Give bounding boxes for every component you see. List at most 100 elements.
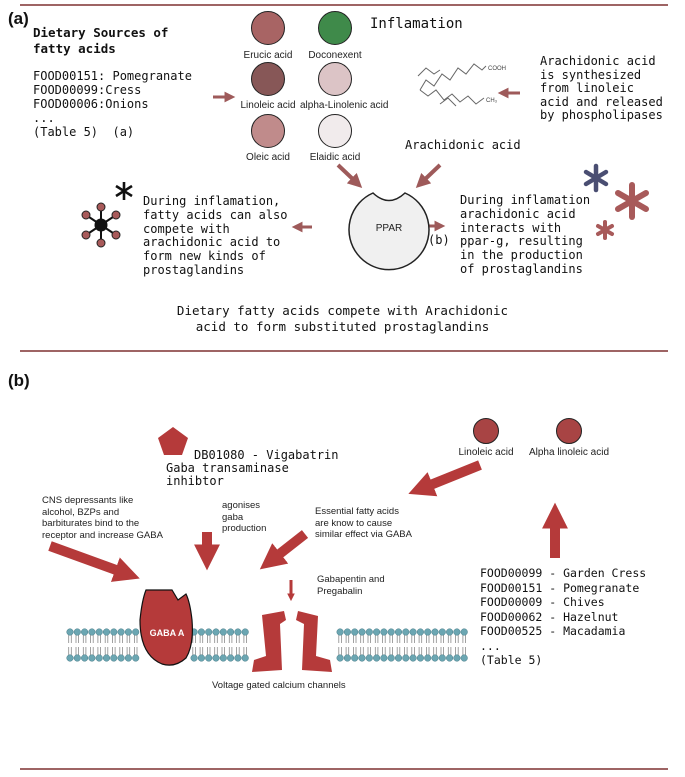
- arrow-efa-to-receptor: [259, 530, 309, 570]
- arrow-arachidonic-to-ppar: [415, 163, 442, 188]
- note-line: similar effect via GABA: [315, 529, 412, 540]
- inflammation-title: Inflamation: [370, 16, 463, 32]
- gaba-a-label: GABA A: [149, 628, 185, 638]
- vigabatrin-desc: inhibtor: [166, 474, 224, 488]
- doconexent-label: Doconexent: [308, 50, 362, 61]
- lipid-head: [205, 654, 213, 662]
- lipid-head: [117, 654, 125, 662]
- source-item: FOOD00099:Cress: [33, 83, 142, 97]
- lipid-head: [197, 628, 205, 636]
- arrow-cns-to-receptor: [48, 541, 140, 582]
- lipid-head: [409, 654, 417, 662]
- lipid-head: [387, 628, 395, 636]
- food-item: FOOD00062 - Hazelnut: [480, 609, 619, 624]
- lipid-head: [336, 628, 344, 636]
- lipid-head: [416, 654, 424, 662]
- lipid-head: [88, 654, 96, 662]
- molecule-nodes: [81, 202, 121, 248]
- conclusion-line: acid to form substituted prostaglandins: [195, 319, 490, 334]
- cell-membrane: [66, 628, 468, 662]
- cns-depressants-note: CNS depressants like alcohol, BZPs and b…: [42, 495, 163, 541]
- lipid-head: [460, 654, 468, 662]
- lipid-head: [95, 628, 103, 636]
- lipid-head: [110, 654, 118, 662]
- lipid-head: [117, 628, 125, 636]
- lipid-head: [424, 628, 432, 636]
- source-item: FOOD00006:Onions: [33, 97, 149, 111]
- note-line: Pregabalin: [317, 585, 363, 597]
- lipid-head: [212, 628, 220, 636]
- lipid-head: [438, 628, 446, 636]
- arrow-acids-to-ppar: [336, 163, 363, 188]
- ppar-receptor-shape: [348, 192, 430, 271]
- lipid-head: [73, 654, 81, 662]
- note-line: fatty acids can also: [143, 207, 288, 222]
- lipid-head: [197, 654, 205, 662]
- sources-list: FOOD00151: Pomegranate FOOD00099:Cress F…: [33, 69, 192, 139]
- sources-title: Dietary Sources of fatty acids: [33, 25, 168, 57]
- gaba-a-receptor-shape: [139, 589, 193, 666]
- note-line: compete with: [143, 221, 230, 236]
- lipid-head: [431, 654, 439, 662]
- lipid-head: [402, 628, 410, 636]
- lipid-head: [227, 628, 235, 636]
- source-item: ...: [33, 111, 55, 125]
- food-table-ref: (Table 5): [480, 653, 543, 667]
- calcium-channel-left-shape: [252, 611, 286, 672]
- note-line: arachidonic acid to: [143, 235, 281, 250]
- note-line: During inflamation,: [143, 194, 281, 208]
- alpha-linolenic-acid-circle: [318, 62, 352, 96]
- lipid-head: [212, 654, 220, 662]
- lipid-head: [387, 654, 395, 662]
- lipid-head: [73, 628, 81, 636]
- linoleic-acid-label: Linoleic acid: [240, 100, 296, 111]
- structure-ch3: CH₃: [486, 98, 498, 104]
- lipid-head: [453, 628, 461, 636]
- note-line: CNS depressants like: [42, 495, 134, 506]
- lipid-head: [394, 654, 403, 662]
- alpha-linoleic-acid-circle-b: [556, 418, 582, 444]
- lipid-head: [431, 628, 439, 636]
- arachidonic-note-line: Arachidonic acid: [540, 54, 656, 68]
- arachidonic-note-line: acid and released: [540, 94, 663, 109]
- note-line: of prostaglandins: [460, 261, 583, 276]
- ppar-label: PPAR: [375, 223, 403, 234]
- lipid-head: [81, 654, 89, 662]
- lipid-head: [190, 654, 198, 662]
- conclusion-line: Dietary fatty acids compete with Arachid…: [176, 303, 509, 318]
- lipid-head: [453, 654, 461, 662]
- lipid-head: [394, 628, 403, 636]
- elaidic-acid-label: Elaidic acid: [309, 152, 361, 163]
- food-item: FOOD00009 - Chives: [480, 595, 605, 609]
- lipid-head: [234, 654, 242, 662]
- lipid-head: [205, 628, 213, 636]
- calcium-channel-right-shape: [296, 611, 332, 672]
- erucic-acid-circle: [251, 11, 285, 45]
- lipid-head: [124, 654, 132, 662]
- lipid-head: [373, 628, 381, 636]
- oleic-acid-label: Oleic acid: [246, 152, 290, 163]
- panel-a-label: (a): [8, 9, 29, 28]
- lipid-head: [438, 654, 446, 662]
- lipid-head: [358, 628, 366, 636]
- panel-a-conclusion: Dietary fatty acids compete with Arachid…: [0, 303, 685, 335]
- vigabatrin-desc: Gaba transaminase: [166, 461, 289, 475]
- lipid-head: [416, 628, 424, 636]
- arachidonic-label: Arachidonic acid: [405, 138, 521, 152]
- food-item: FOOD00151 - Pomegranate: [480, 580, 640, 595]
- lipid-head: [446, 654, 454, 662]
- note-line: alcohol, BZPs and: [42, 506, 120, 518]
- oleic-acid-circle: [251, 114, 285, 148]
- lipid-head: [81, 628, 89, 636]
- lipid-head: [88, 628, 96, 636]
- arachidonic-note-line: from linoleic: [540, 81, 634, 95]
- vigabatrin-label: DB01080 - Vigabatrin Gaba transaminase i…: [166, 449, 339, 488]
- note-line: gaba: [222, 511, 244, 523]
- note-line: During inflamation: [460, 193, 591, 207]
- note-line: in the production: [460, 248, 583, 263]
- lipid-head: [409, 628, 417, 636]
- lipid-head: [110, 628, 118, 636]
- lipid-head: [380, 628, 388, 636]
- middle-rule: [20, 350, 668, 352]
